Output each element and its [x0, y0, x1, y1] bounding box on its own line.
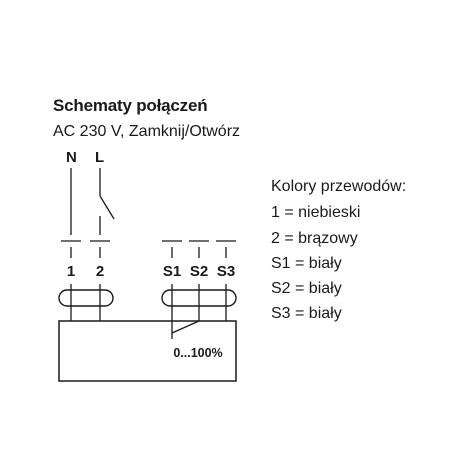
position-range-label: 0...100% [173, 346, 222, 360]
terminal-label-1: 1 [67, 263, 75, 280]
wires-lower [70, 284, 227, 333]
switch-contact [99, 195, 115, 220]
legend-item: 1 = niebieski [271, 204, 361, 221]
legend-item: S1 = biały [271, 255, 342, 272]
terminal-label-2: 2 [96, 263, 104, 280]
label-live: L [95, 149, 104, 166]
cable-sheath-aux [161, 289, 237, 307]
aux-switch-contact [171, 320, 200, 334]
terminal-label-s2: S2 [190, 263, 208, 280]
diagram-title: Schematy połączeń [53, 96, 208, 115]
diagram-subtitle: AC 230 V, Zamknij/Otwórz [53, 123, 241, 140]
terminal-label-s3: S3 [217, 263, 235, 280]
legend-item: 2 = brązowy [271, 230, 358, 247]
legend-item: S2 = biały [271, 280, 342, 297]
terminal-label-s1: S1 [163, 263, 181, 280]
legend-item: S3 = biały [271, 305, 342, 322]
label-neutral: N [66, 149, 77, 166]
cable-sheath-power [58, 289, 114, 307]
actuator-body [58, 320, 237, 382]
legend-heading: Kolory przewodów: [271, 178, 407, 195]
